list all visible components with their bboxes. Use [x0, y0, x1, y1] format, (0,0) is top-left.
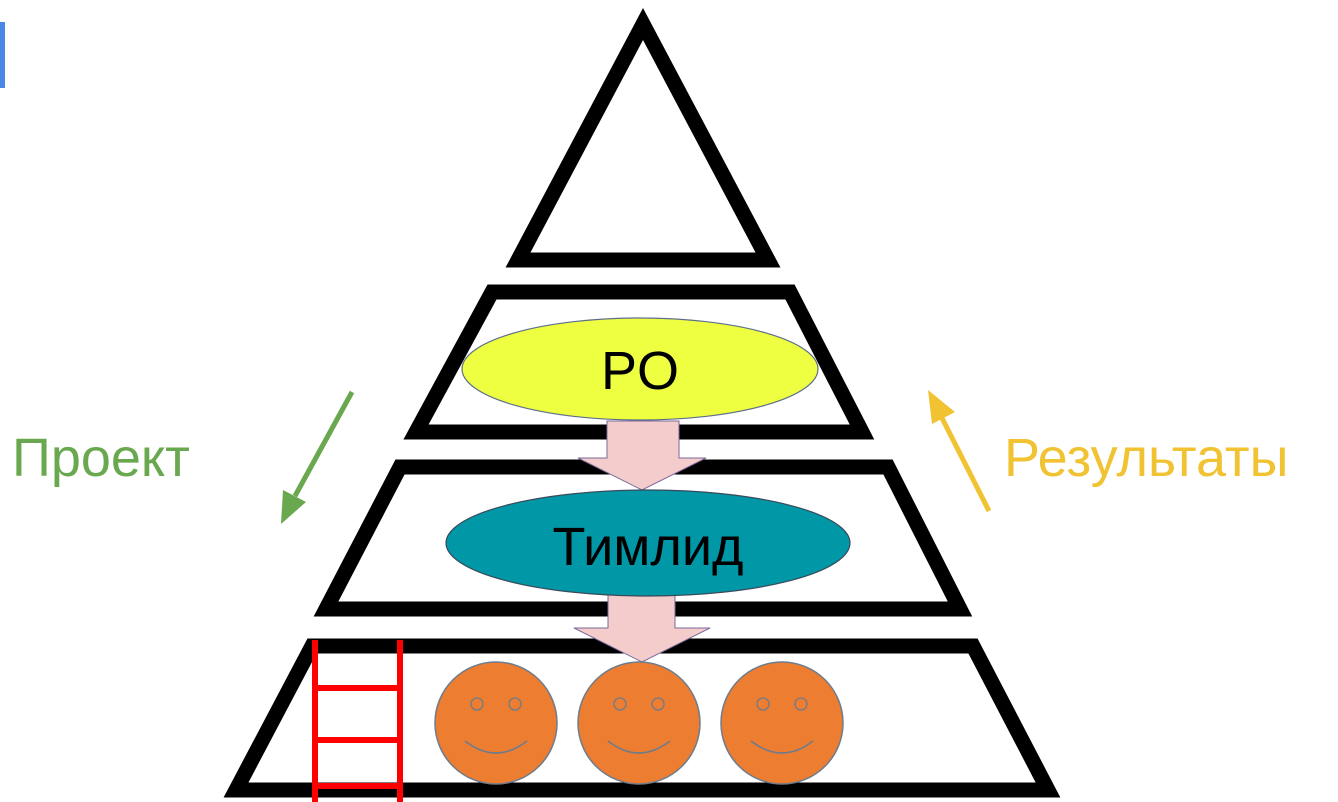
smiley-face-icon: [577, 661, 701, 785]
po-ellipse: [461, 317, 819, 421]
project-label: Проект: [12, 428, 190, 488]
project-arrow-icon: [281, 390, 355, 524]
teamlead-label: Тимлид: [552, 517, 743, 577]
po-label: PO: [601, 341, 679, 401]
pyramid-top-layer: [505, 7, 781, 268]
down-arrow-icon: [577, 420, 707, 491]
results-label: Результаты: [1004, 428, 1288, 488]
ladder-icon: [312, 640, 403, 802]
smiley-face-icon: [720, 661, 844, 785]
accent-bar: [0, 22, 5, 88]
smiley-face-icon: [434, 661, 558, 785]
teamlead-ellipse: [445, 489, 851, 597]
down-arrow-icon: [573, 593, 711, 663]
results-arrow-icon: [928, 390, 992, 513]
